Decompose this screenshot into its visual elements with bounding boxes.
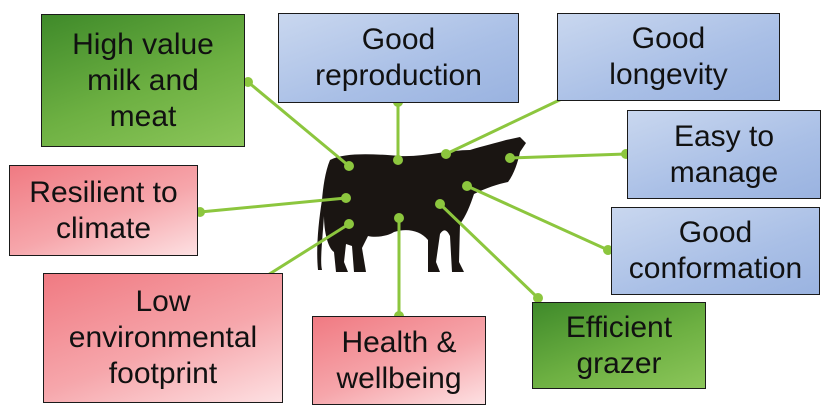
dot-manage-cow (505, 153, 515, 163)
dot-milk-end (243, 77, 253, 87)
connector-manage (509, 152, 627, 160)
node-good-conformation: Good conformation (611, 207, 820, 295)
node-good-reproduction: Good reproduction (278, 13, 519, 103)
dot-footprint-cow (344, 219, 354, 229)
connector-longevity (445, 94, 569, 156)
connector-conformation (466, 184, 609, 252)
dot-conformation-end (603, 245, 613, 255)
dot-resilient-cow (341, 193, 351, 203)
dot-reproduction-cow (393, 155, 403, 165)
node-resilient-to-climate: Resilient to climate (9, 165, 198, 256)
node-high-value-milk-meat: High value milk and meat (41, 14, 245, 147)
node-efficient-grazer: Efficient grazer (532, 302, 706, 389)
node-health-wellbeing: Health & wellbeing (312, 316, 486, 405)
connector-milk (247, 80, 350, 168)
node-low-environmental-footprint: Low environmental footprint (43, 273, 283, 403)
dot-conformation-cow (462, 181, 472, 191)
dot-longevity-cow (441, 149, 451, 159)
connector-resilient (199, 196, 347, 214)
dot-grazer-cow (435, 199, 445, 209)
dot-milk-cow (344, 161, 354, 171)
node-easy-to-manage: Easy to manage (627, 110, 821, 199)
cow-silhouette (317, 137, 526, 272)
dot-grazer-end (533, 293, 543, 303)
dot-health-cow (394, 213, 404, 223)
node-good-longevity: Good longevity (557, 13, 780, 101)
connector-lines (199, 80, 627, 316)
connector-grazer (438, 202, 540, 300)
